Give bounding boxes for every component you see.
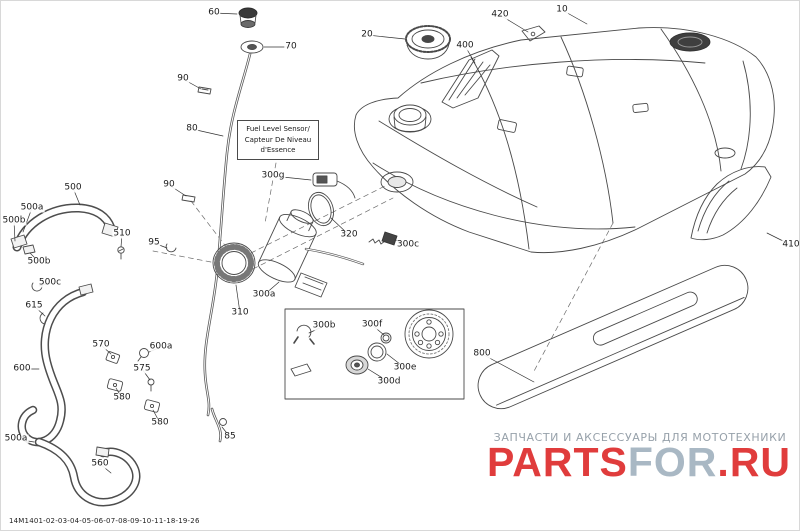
clamp-300b: [293, 324, 315, 345]
part-callout-300d: 300d: [376, 376, 402, 387]
running-board-800: [477, 264, 749, 410]
bracket-570: [105, 351, 121, 364]
part-callout-400: 400: [455, 40, 475, 51]
part-callout-300g: 300g: [260, 170, 286, 181]
retaining-ring-310: [212, 242, 256, 284]
part-callout-580: 580: [112, 392, 132, 403]
grommet: [240, 40, 264, 54]
hose-clip-90a: [197, 86, 212, 95]
connector-300c: [368, 231, 398, 246]
part-callout-615: 615: [24, 300, 44, 311]
sensor-300g: [312, 172, 356, 199]
watermark-tagline: ЗАПЧАСТИ И АКСЕССУАРЫ ДЛЯ МОТОТЕХНИКИ: [493, 431, 787, 444]
o-ring-320: [307, 191, 335, 227]
part-callout-500: 500: [63, 182, 83, 193]
fuel-hose-560: [34, 437, 141, 507]
pump-body: [257, 209, 317, 283]
part-callout-90: 90: [162, 179, 176, 190]
circlip-300e: [367, 342, 387, 362]
part-callout-70: 70: [284, 41, 298, 52]
part-callout-575: 575: [132, 363, 152, 374]
part-callout-300a: 300a: [251, 289, 277, 300]
logo-segment: FOR: [627, 439, 718, 485]
logo-segment: PARTS: [486, 439, 628, 485]
cap-300d: [345, 355, 369, 375]
callout-leader-800: [481, 353, 535, 383]
logo-segment: .RU: [717, 439, 792, 485]
part-callout-500b: 500b: [1, 215, 27, 226]
part-callout-300e: 300e: [392, 362, 418, 373]
fuel-hose-600: [17, 283, 94, 447]
side-panel-410: [690, 166, 772, 241]
fuel-level-sensor-label: Fuel Level Sensor/ Capteur De Niveau d'E…: [237, 120, 319, 160]
fuel-hose-500: [10, 203, 119, 255]
clip-500c: [31, 282, 43, 292]
part-callout-300c: 300c: [395, 239, 421, 250]
pump-flange-top: [404, 309, 454, 359]
part-callout-300f: 300f: [360, 319, 384, 330]
filler-neck: [388, 104, 432, 133]
tank-cap-boss: [669, 32, 711, 52]
o-ring-300f: [380, 332, 392, 344]
part-callout-500b: 500b: [26, 256, 52, 267]
part-callout-500a: 500a: [3, 433, 29, 444]
bracket-420: [521, 25, 546, 42]
vent-cap: [238, 7, 258, 28]
part-callout-320: 320: [339, 229, 359, 240]
hose-section-85: [210, 407, 227, 443]
part-callout-300b: 300b: [311, 320, 337, 331]
deflector-400: [441, 49, 500, 109]
part-callout-800: 800: [472, 348, 492, 359]
pump-opening: [380, 171, 414, 193]
bracket-580a: [106, 378, 124, 392]
part-callout-85: 85: [223, 431, 237, 442]
part-callout-410: 410: [781, 239, 800, 250]
fuel-tank: [353, 27, 775, 254]
screw-510: [117, 246, 125, 260]
clip-95: [165, 243, 177, 253]
vent-hose: [203, 52, 252, 417]
part-callout-420: 420: [490, 9, 510, 20]
part-callout-90: 90: [176, 73, 190, 84]
part-callout-310: 310: [230, 307, 250, 318]
part-callout-95: 95: [147, 237, 161, 248]
part-code: 14M1401-02-03-04-05-06-07-08-09-10-11-18…: [9, 517, 200, 525]
part-callout-500a: 500a: [19, 202, 45, 213]
part-callout-510: 510: [112, 228, 132, 239]
part-callout-10: 10: [555, 4, 569, 15]
pump-filter: [294, 272, 328, 298]
screw-575: [147, 378, 155, 392]
clamp-600a: [137, 348, 149, 362]
wedge-part: [290, 363, 312, 377]
part-callout-580: 580: [150, 417, 170, 428]
part-callout-500c: 500c: [37, 277, 63, 288]
part-callout-600a: 600a: [148, 341, 174, 352]
fuel-line: [304, 247, 365, 266]
callout-leader-310: [235, 284, 241, 314]
bracket-580b: [143, 399, 161, 413]
part-callout-20: 20: [360, 29, 374, 40]
fuel-pump-assembly: [212, 172, 398, 298]
fuel-cap: [405, 25, 451, 60]
hose-clip-90b: [181, 194, 196, 203]
partsfor-logo: PARTSFOR.RU: [484, 442, 794, 483]
part-callout-560: 560: [90, 458, 110, 469]
part-callout-80: 80: [185, 123, 199, 134]
part-callout-600: 600: [12, 363, 32, 374]
part-callout-570: 570: [91, 339, 111, 350]
part-callout-60: 60: [207, 7, 221, 18]
